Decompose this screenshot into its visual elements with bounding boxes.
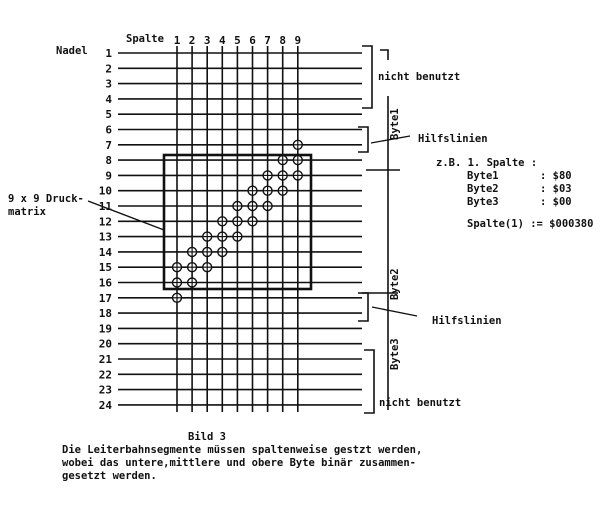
byte3-name: Byte3	[467, 196, 499, 208]
row-number: 9	[105, 169, 112, 182]
matrix-pointer-line	[87, 200, 165, 231]
unused-bottom-label: nicht benutzt	[379, 397, 462, 409]
byte2-name: Byte2	[467, 183, 499, 195]
byte3-label: Byte3	[389, 338, 401, 370]
row-number: 13	[99, 231, 112, 244]
row-number: 21	[99, 353, 113, 366]
helper-bottom-label: Hilfslinien	[432, 315, 502, 327]
column-number: 5	[234, 34, 241, 47]
matrix-label: 9 x 9 Druck- matrix	[8, 193, 84, 218]
row-number: 12	[99, 215, 112, 228]
row-number: 14	[99, 246, 113, 259]
column-number: 1	[174, 34, 181, 47]
nadel-label: Nadel	[56, 45, 88, 57]
byte1-name: Byte1	[467, 170, 499, 182]
row-number: 7	[105, 139, 112, 152]
row-number: 23	[99, 384, 112, 397]
caption-title: Bild 3	[188, 431, 226, 443]
row-number: 8	[105, 154, 112, 167]
byte3-value: : $00	[540, 196, 572, 208]
row-number: 2	[105, 62, 112, 75]
row-number: 5	[105, 108, 112, 121]
column-number: 6	[249, 34, 256, 47]
bracket-helper-top	[358, 126, 369, 153]
row-number: 15	[99, 261, 112, 274]
row-number: 20	[99, 338, 112, 351]
byte-axis-top-corner	[380, 49, 389, 60]
row-number: 10	[99, 185, 112, 198]
row-number: 22	[99, 368, 112, 381]
example-result: Spalte(1) := $000380	[467, 218, 594, 230]
helper-bottom-pointer	[371, 306, 418, 317]
helper-top-label: Hilfslinien	[418, 133, 488, 145]
unused-top-label: nicht benutzt	[378, 71, 461, 83]
bracket-unused-top	[362, 45, 373, 109]
column-number: 9	[294, 34, 301, 47]
caption-text: Die Leiterbahnsegmente müssen spaltenwei…	[62, 444, 423, 482]
byte2-label: Byte2	[389, 268, 401, 300]
column-number: 8	[279, 34, 286, 47]
row-number: 19	[99, 322, 112, 335]
row-number: 6	[105, 124, 112, 137]
byte2-value: : $03	[540, 183, 572, 195]
column-number: 7	[264, 34, 271, 47]
byte1-label: Byte1	[389, 108, 401, 140]
row-number: 3	[105, 78, 112, 91]
row-number: 18	[99, 307, 112, 320]
row-number: 1	[105, 47, 112, 60]
row-number: 16	[99, 277, 113, 290]
row-number: 11	[99, 200, 113, 213]
byte1-value: : $80	[540, 170, 572, 182]
spalte-label: Spalte	[126, 33, 164, 45]
bracket-unused-bottom	[364, 349, 375, 414]
helper-top-pointer	[370, 135, 411, 144]
row-number: 4	[105, 93, 112, 106]
row-number: 24	[99, 399, 113, 412]
example-heading: z.B. 1. Spalte :	[436, 157, 538, 169]
column-number: 3	[204, 34, 211, 47]
column-number: 4	[219, 34, 226, 47]
row-number: 17	[99, 292, 112, 305]
column-number: 2	[189, 34, 196, 47]
matrix-frame	[162, 153, 313, 291]
